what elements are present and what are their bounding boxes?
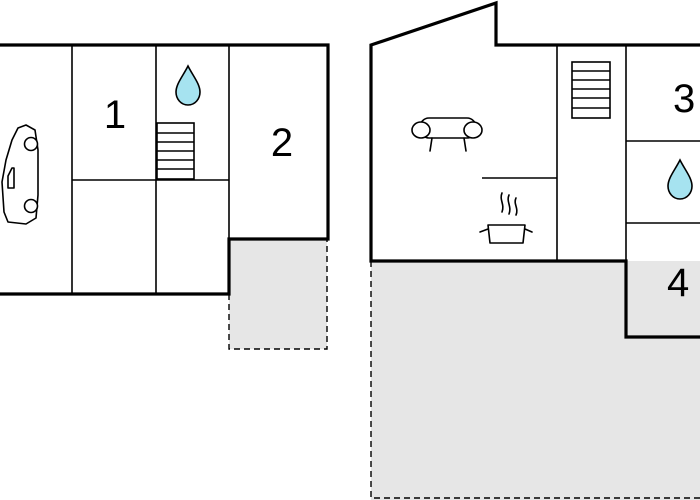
terrace-left: [229, 239, 327, 349]
terrace-right: [371, 261, 700, 500]
ground-floor-outer-wall: [0, 43, 330, 296]
sofa-icon: [411, 117, 483, 152]
room-number-2: 2: [271, 121, 293, 165]
room-number-1: 1: [104, 93, 126, 137]
terrace-left-border: [228, 239, 328, 350]
water-drop-icon: [667, 158, 693, 200]
upper-floor-outer-wall: [369, 0, 700, 339]
stairs-icon: [571, 61, 611, 119]
stairs-icon: [156, 122, 195, 180]
room-number-4: 4: [667, 261, 689, 305]
cooking-pot-icon: [479, 192, 533, 244]
room-number-3: 3: [673, 77, 695, 121]
ground-floor: 1 2: [0, 43, 330, 350]
water-drop-icon: [175, 64, 201, 106]
upper-floor: 3 4: [369, 0, 700, 500]
car-icon: [1, 124, 39, 225]
